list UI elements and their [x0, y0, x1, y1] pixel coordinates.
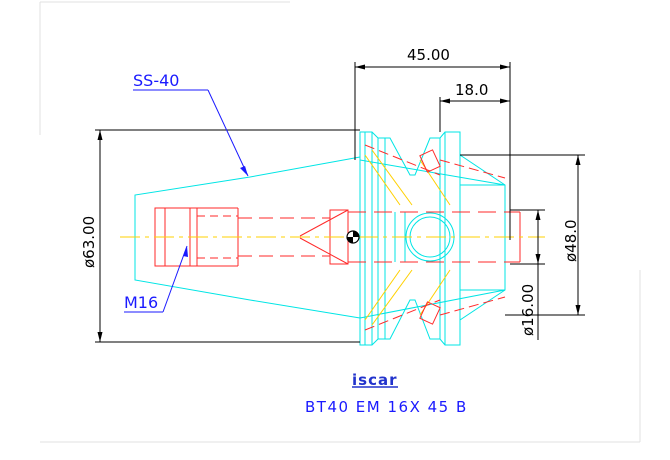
- gauge-point: [346, 230, 360, 244]
- brand-logo-text: iscar: [352, 371, 397, 389]
- dim-taper-diameter: ø63.00: [80, 216, 98, 268]
- dim-body-diameter: ø48.0: [562, 219, 580, 262]
- dim-flange-length: 18.0: [455, 81, 488, 99]
- dim-bore-diameter: ø16.00: [519, 284, 537, 336]
- callout-thread: M16: [124, 293, 158, 312]
- sheet-border: [39, 1, 641, 443]
- dimension-arrows: [97, 64, 581, 342]
- dim-overall-length: 45.00: [407, 46, 450, 64]
- callout-arrows: [183, 166, 248, 257]
- callout-leaders: [124, 89, 249, 313]
- callout-taper: SS-40: [133, 71, 179, 90]
- brand-logo: iscar: [352, 371, 398, 389]
- product-code: BT40 EM 16X 45 B: [305, 398, 468, 416]
- dimension-lines: [95, 62, 585, 343]
